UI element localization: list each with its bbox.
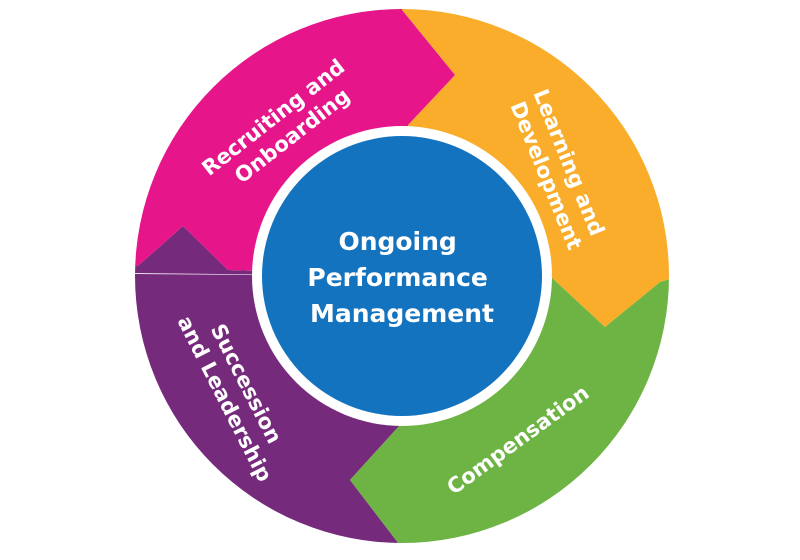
center-label-line-3: Management — [310, 299, 494, 328]
center-label-line-1: Ongoing — [338, 227, 456, 256]
center-circle — [262, 136, 542, 416]
center-label-line-2: Performance — [307, 263, 487, 292]
center-label: Ongoing Performance Management — [307, 227, 496, 328]
